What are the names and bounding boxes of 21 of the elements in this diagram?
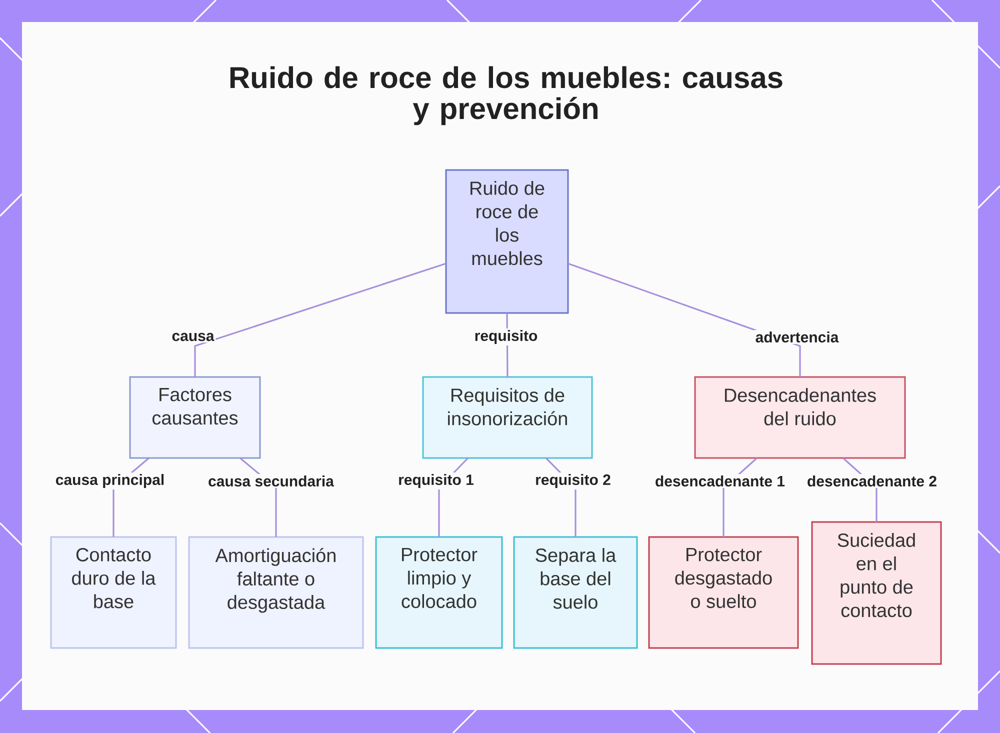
title: Ruido de roce de los muebles: causas y prevención [230, 66, 782, 126]
edge-label: desencadenante 1 [653, 474, 787, 488]
connector-line [194, 262, 446, 377]
edge-label: desencadenante 2 [805, 474, 939, 488]
edge-label: requisito 1 [396, 472, 476, 490]
item-box: Amortiguación faltante o desgastada [188, 536, 364, 649]
topic-box: Ruido de roce de los muebles [445, 169, 569, 314]
item-box: Separa la base del suelo [513, 536, 638, 649]
edge-label: causa secundaria [206, 474, 336, 488]
edge-label: requisito 2 [534, 472, 612, 490]
category-box: Factores causantes [129, 376, 261, 459]
item-box: Protector limpio y colocado [375, 536, 503, 649]
edge-label: causa [170, 331, 216, 343]
category-box: Desencadenantes del ruido [694, 376, 906, 459]
edge-label: requisito [472, 328, 540, 346]
edge-label: advertencia [754, 330, 840, 344]
item-box: Protector desgastado o suelto [648, 536, 799, 649]
category-box: Requisitos de insonorización [422, 376, 593, 459]
item-box: Suciedad en el punto de contacto [811, 521, 942, 665]
edge-label: causa principal [54, 472, 166, 490]
item-box: Contacto duro de la base [50, 536, 177, 649]
